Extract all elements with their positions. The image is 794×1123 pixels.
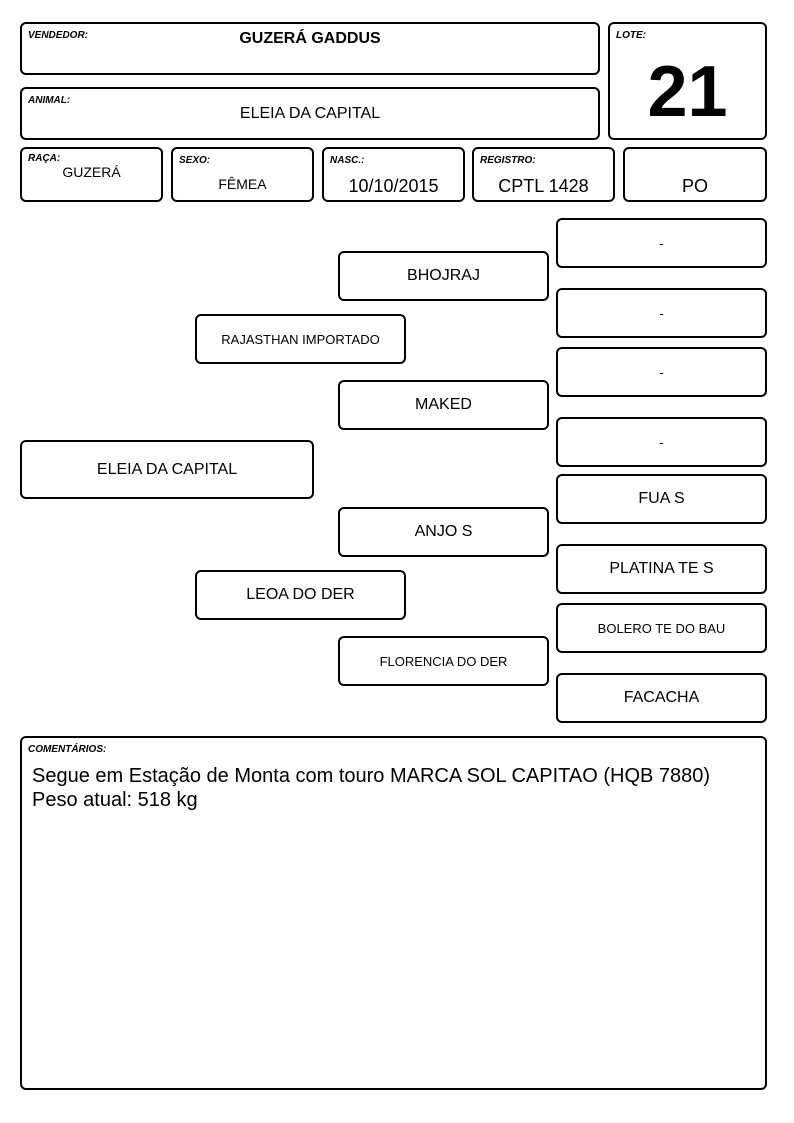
pedigree-sire: RAJASTHAN IMPORTADO	[195, 314, 406, 364]
pedigree-dam-dam: FLORENCIA DO DER	[338, 636, 549, 686]
registro-value: CPTL 1428	[498, 176, 589, 196]
vendedor-value: GUZERÁ GADDUS	[239, 30, 381, 47]
pedigree-ggp-1: -	[556, 218, 767, 268]
pedigree-dam: LEOA DO DER	[195, 570, 406, 620]
pedigree-ggp-8: FACACHA	[556, 673, 767, 723]
pedigree-ggp-7: BOLERO TE DO BAU	[556, 603, 767, 653]
nasc-box: NASC.: 10/10/2015	[322, 147, 465, 202]
categoria-value: PO	[681, 176, 708, 196]
comments-box: COMENTÁRIOS: Segue em Estação de Monta c…	[20, 736, 767, 1090]
pedigree-ggp-6: PLATINA TE S	[556, 544, 767, 594]
raca-value: GUZERÁ	[62, 164, 121, 180]
registro-label: REGISTRO:	[480, 155, 536, 166]
comments-line-1: Segue em Estação de Monta com touro MARC…	[32, 765, 711, 787]
lote-box: LOTE: 21	[608, 22, 767, 140]
nasc-value: 10/10/2015	[348, 176, 439, 196]
pedigree-ggp-4: -	[556, 417, 767, 467]
pedigree-sire-sire: BHOJRAJ	[338, 251, 549, 301]
pedigree-ggp-2: -	[556, 288, 767, 338]
lote-number: 21	[647, 52, 728, 132]
vendedor-box: VENDEDOR: GUZERÁ GADDUS	[20, 22, 600, 75]
animal-box: ANIMAL: ELEIA DA CAPITAL	[20, 87, 600, 140]
pedigree-ggp-5: FUA S	[556, 474, 767, 524]
animal-label: ANIMAL:	[28, 95, 71, 106]
pedigree-dam-sire: ANJO S	[338, 507, 549, 557]
comments-line-2: Peso atual: 518 kg	[32, 789, 198, 811]
lote-label: LOTE:	[616, 30, 646, 41]
sexo-value: FÊMEA	[218, 176, 267, 192]
vendedor-label: VENDEDOR:	[28, 30, 89, 41]
sexo-label: SEXO:	[179, 155, 211, 166]
sexo-box: SEXO: FÊMEA	[171, 147, 314, 202]
pedigree-ggp-3: -	[556, 347, 767, 397]
pedigree-sire-dam: MAKED	[338, 380, 549, 430]
categoria-box: PO	[623, 147, 767, 202]
comments-label: COMENTÁRIOS:	[28, 744, 107, 755]
animal-value: ELEIA DA CAPITAL	[239, 105, 381, 122]
raca-box: RAÇA: GUZERÁ	[20, 147, 163, 202]
raca-label: RAÇA:	[28, 153, 61, 164]
nasc-label: NASC.:	[330, 155, 365, 166]
pedigree-animal: ELEIA DA CAPITAL	[20, 440, 314, 499]
registro-box: REGISTRO: CPTL 1428	[472, 147, 615, 202]
comments-text: Segue em Estação de Monta com touro MARC…	[32, 764, 755, 812]
